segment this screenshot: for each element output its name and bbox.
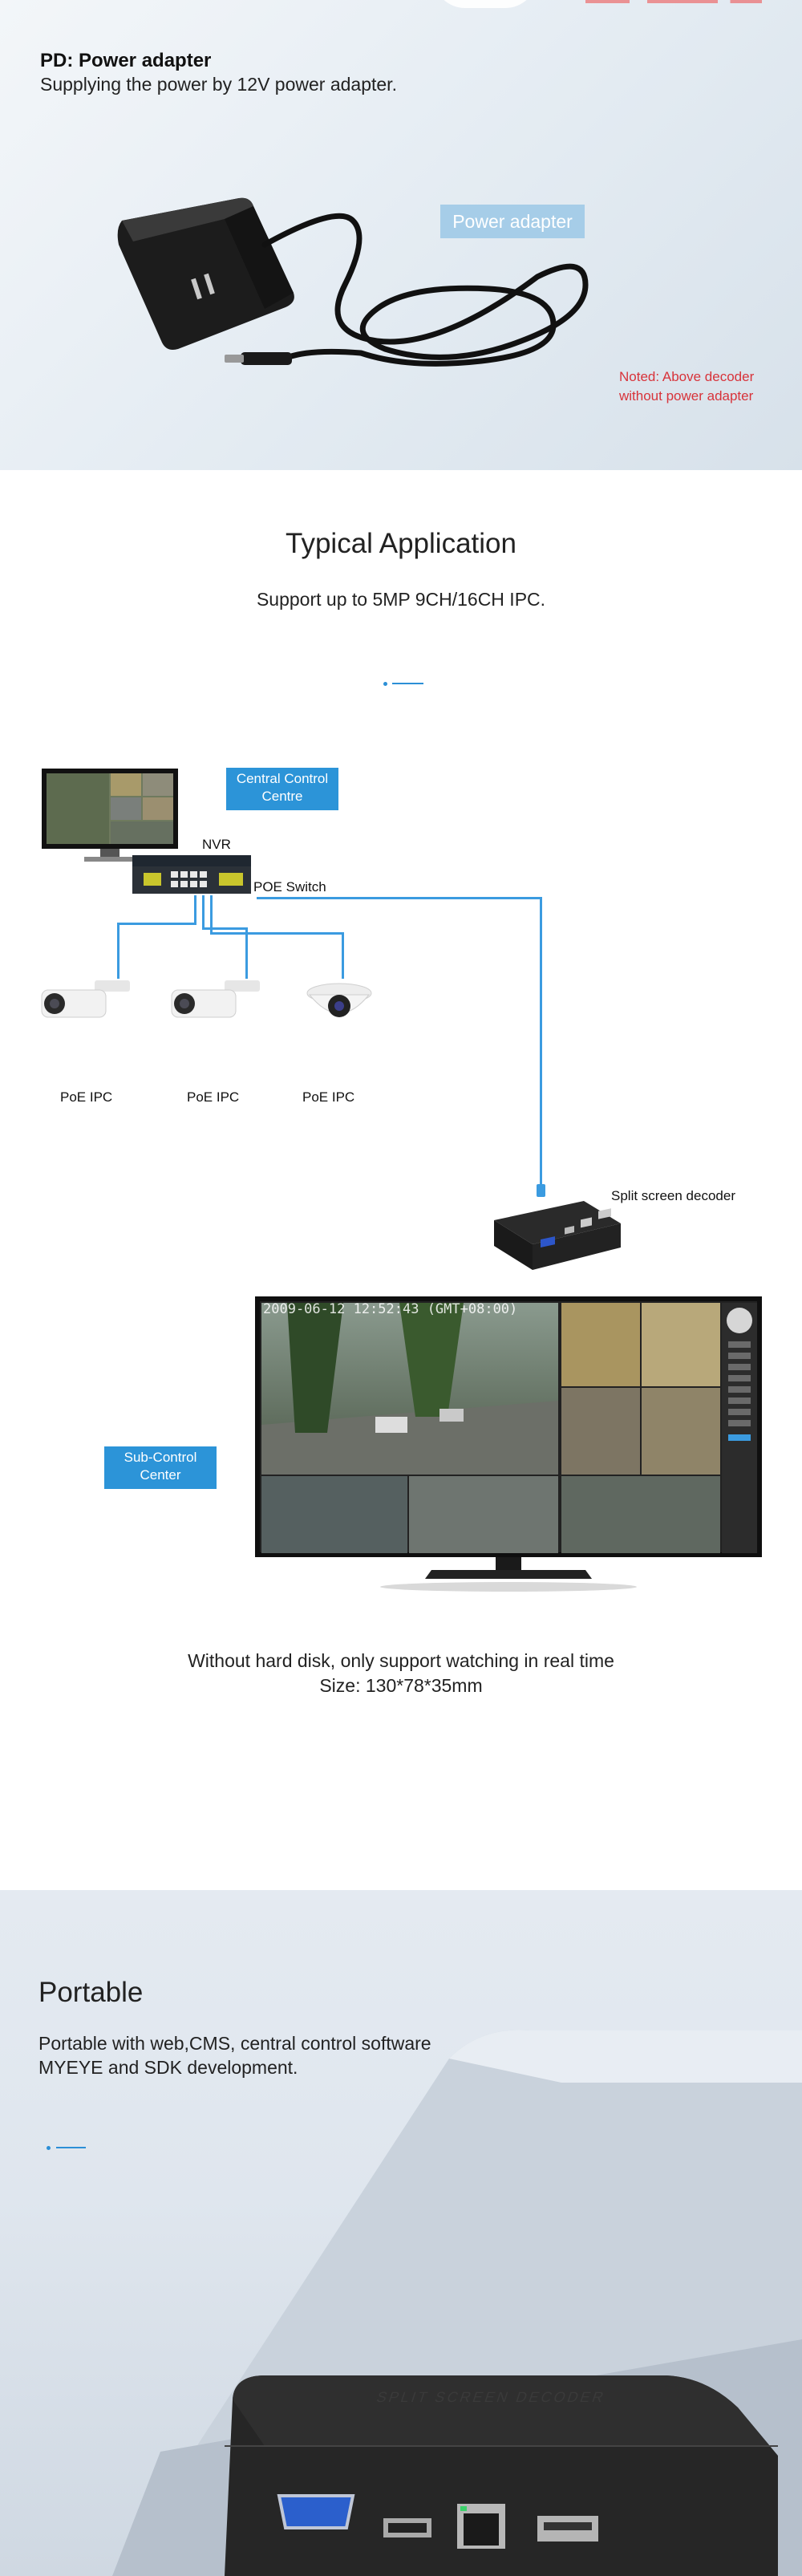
power-adapter-note: Noted: Above decoder without power adapt… <box>619 367 780 406</box>
monitor-frame <box>255 1296 762 1592</box>
portable-title: Portable <box>38 1977 144 2008</box>
cable-switch-to-decoder-v <box>540 897 542 1187</box>
rj45-connector-decoder <box>537 1184 545 1197</box>
decoder-image <box>494 1201 621 1270</box>
portable-divider-dot <box>47 2146 51 2150</box>
portable-divider-line <box>56 2147 86 2148</box>
previous-product-image-edge <box>433 0 537 8</box>
cable-ipc1-v2 <box>117 923 119 979</box>
power-adapter-description: Supplying the power by 12V power adapter… <box>40 74 397 95</box>
portable-line-2: MYEYE and SDK development. <box>38 2057 298 2078</box>
note-line-2: without power adapter <box>619 388 754 404</box>
ipc-label-2: PoE IPC <box>187 1089 240 1105</box>
cable-ipc2-v2 <box>245 927 248 979</box>
central-monitor-image <box>42 769 178 862</box>
power-adapter-label: Power adapter <box>440 205 585 238</box>
ipc-label-1: PoE IPC <box>60 1089 113 1105</box>
cable-ipc3-v2 <box>342 932 344 979</box>
bullet-camera-2-image <box>171 980 260 1018</box>
divider-line <box>392 683 423 684</box>
monitor-timestamp: 2009-06-12 12:52:43 (GMT+08:00) <box>263 1301 518 1317</box>
sub-control-monitor: 2009-06-12 12:52:43 (GMT+08:00) <box>255 1296 762 1593</box>
note-line-1: Noted: Above decoder <box>619 369 755 384</box>
cable-switch-to-decoder-h <box>257 897 541 899</box>
application-footer-line-1: Without hard disk, only support watching… <box>188 1650 614 1671</box>
decoder-label: Split screen decoder <box>611 1188 735 1203</box>
application-title: Typical Application <box>286 528 516 559</box>
cable-ipc3-h <box>210 932 343 935</box>
portable-line-1: Portable with web,CMS, central control s… <box>38 2033 431 2054</box>
dome-camera-image <box>306 983 372 1017</box>
power-adapter-title: PD: Power adapter <box>40 50 212 71</box>
device-engraved-text: SPLIT SCREEN DECODER <box>374 2389 609 2405</box>
ipc-label-3: PoE IPC <box>302 1089 355 1105</box>
cable-ipc2-h <box>202 927 247 930</box>
bullet-camera-1-image <box>41 980 130 1018</box>
power-adapter-section: PD: Power adapter Supplying the power by… <box>0 0 802 470</box>
cable-ipc2-v1 <box>202 895 205 929</box>
nvr-label: NVR <box>202 837 231 852</box>
portable-section: Portable Portable with web,CMS, central … <box>0 1890 802 2576</box>
application-subtitle: Support up to 5MP 9CH/16CH IPC. <box>256 589 546 610</box>
nvr-switch-image <box>132 855 251 894</box>
cable-ipc1-v1 <box>194 895 196 924</box>
previous-text-fragment <box>585 0 762 3</box>
typical-application-section: Typical Application Support up to 5MP 9C… <box>0 470 802 1890</box>
central-control-tag: Central Control Centre <box>226 768 338 810</box>
application-footer-line-2: Size: 130*78*35mm <box>319 1675 483 1696</box>
cable-ipc1-h <box>117 923 196 925</box>
cable-ipc3-v1 <box>210 895 213 934</box>
sub-control-tag: Sub-Control Center <box>104 1446 217 1489</box>
divider-dot <box>383 682 387 686</box>
power-adapter-image <box>117 197 589 367</box>
portable-decoder-image <box>225 2375 778 2576</box>
poe-switch-label: POE Switch <box>253 879 326 895</box>
